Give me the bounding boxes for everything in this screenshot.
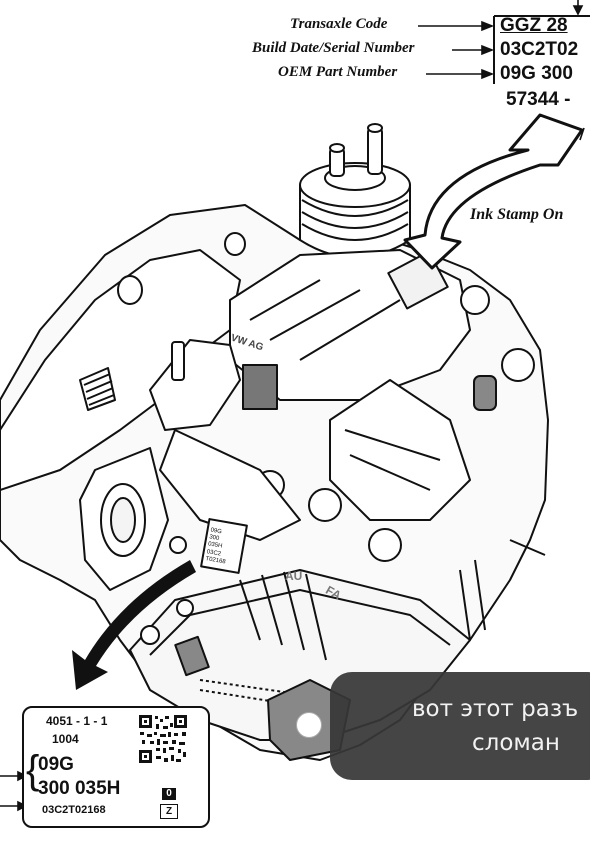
housing-mark-au: AU (285, 569, 302, 583)
id-label: 4051 - 1 - 1 1004 { 09G 300 035H 0 03C2T… (22, 706, 210, 828)
housing-mark-fa: FA (323, 583, 344, 603)
label-brace: { (26, 748, 40, 792)
label-arrow (72, 560, 196, 690)
stamp-plate-line: 035H (208, 541, 223, 549)
label-box-z: Z (160, 804, 178, 819)
chat-message-bubble[interactable]: вот этот разъ сломан (330, 672, 590, 780)
transaxle-code-value: GGZ 28 (500, 15, 568, 36)
stamp-plate-line: 09G (210, 527, 223, 535)
touch-indicator (296, 712, 322, 738)
stamp-plate-line: 03C2 (206, 549, 222, 558)
ink-stamp-label: Ink Stamp On (470, 206, 564, 223)
label-line1: 4051 - 1 - 1 (46, 714, 108, 728)
chat-message-line2: сломан (472, 730, 560, 756)
build-date-value: 03C2T02 (500, 39, 579, 60)
ink-stamp-arrow (403, 113, 584, 270)
chat-message-line1: вот этот разъ (412, 696, 579, 722)
label-line2: 1004 (52, 732, 79, 746)
label-serial: 03C2T02168 (42, 804, 106, 816)
oem-part-label: OEM Part Number (278, 64, 398, 80)
transaxle-code-label: Transaxle Code (290, 16, 388, 32)
label-box-0: 0 (162, 788, 176, 800)
label-part-b: 300 035H (38, 778, 121, 799)
build-date-label: Build Date/Serial Number (252, 40, 415, 56)
stamp-plate-line: 300 (209, 534, 221, 542)
oem-part-value: 09G 300 (500, 63, 573, 84)
label-part-a: 09G (38, 754, 74, 775)
qr-code-icon (138, 714, 188, 764)
extra-code-value: 57344 - (506, 89, 571, 110)
stamp-plate-line: T02168 (205, 556, 227, 566)
